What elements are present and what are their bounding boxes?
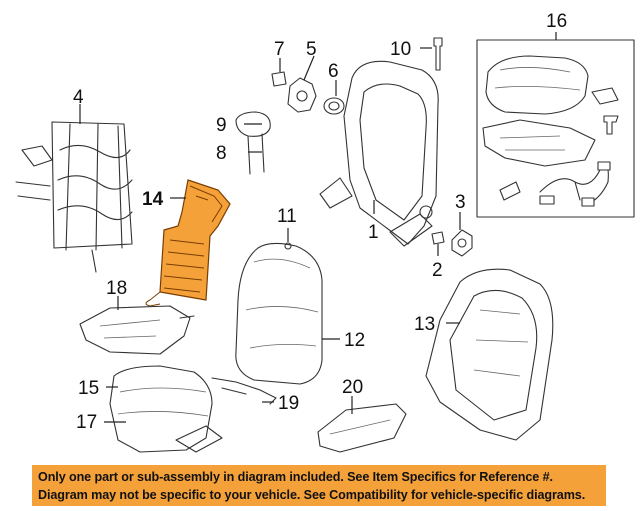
seat-parts-diagram: 1 2 3 4 5 6 7 8 9 10 11 12 13 14 15 16 1… <box>15 11 635 453</box>
part-12-seatback-cover <box>235 242 323 385</box>
callout-5: 5 <box>306 39 317 60</box>
callout-labels: 1 2 3 4 5 6 7 8 9 10 11 12 13 14 15 16 1… <box>73 11 567 433</box>
part-7-clip <box>271 71 287 87</box>
part-19-wire <box>211 377 277 405</box>
part-18-cushion-pad <box>79 305 195 355</box>
callout-14: 14 <box>142 189 164 210</box>
callout-9: 9 <box>216 115 227 136</box>
part-14-seat-heater <box>145 179 231 307</box>
part-2-clip <box>431 231 445 245</box>
disclaimer-banner: Only one part or sub-assembly in diagram… <box>32 465 606 506</box>
part-9-headrest <box>235 111 271 175</box>
callout-12: 12 <box>344 330 365 351</box>
part-1-seatback-frame <box>319 60 439 247</box>
part-13-back-panel <box>425 268 554 441</box>
leader-lines <box>79 32 557 423</box>
part-10-bolt <box>433 37 443 71</box>
callout-4: 4 <box>73 87 84 108</box>
callout-17: 17 <box>76 412 97 433</box>
part-4-seat-frame <box>15 121 133 273</box>
callout-3: 3 <box>455 192 466 213</box>
part-16-kit-box <box>476 39 635 218</box>
callout-13: 13 <box>414 314 435 335</box>
callout-19: 19 <box>278 393 299 414</box>
callout-15: 15 <box>78 378 99 399</box>
callout-1: 1 <box>368 222 379 243</box>
disclaimer-line-1: Only one part or sub-assembly in diagram… <box>38 470 553 484</box>
callout-20: 20 <box>342 377 363 398</box>
disclaimer-line-2: Diagram may not be specific to your vehi… <box>38 488 586 502</box>
part-17-seat-cushion <box>109 365 223 453</box>
callout-16: 16 <box>546 11 567 32</box>
part-20-side-trim <box>317 403 407 453</box>
callout-10: 10 <box>390 39 411 60</box>
callout-8: 8 <box>216 143 227 164</box>
part-3-knob <box>451 229 473 257</box>
callout-2: 2 <box>432 260 443 281</box>
callout-7: 7 <box>274 39 285 60</box>
callout-18: 18 <box>106 278 127 299</box>
part-5-recliner-knob <box>287 77 317 113</box>
callout-11: 11 <box>277 206 297 227</box>
callout-6: 6 <box>328 61 339 82</box>
part-6-bushing <box>323 97 345 115</box>
